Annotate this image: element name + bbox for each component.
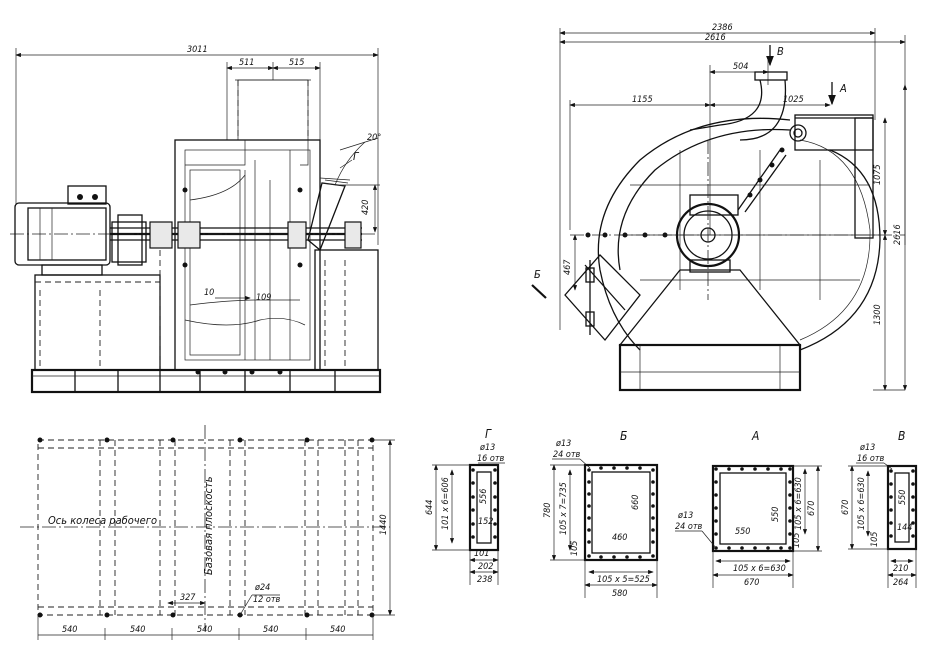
dim-467: 467: [563, 259, 573, 275]
section-b-580: 580: [612, 589, 627, 599]
dim-109: 109: [256, 293, 271, 303]
dim-2616-top: 2616: [705, 33, 726, 43]
dim-1155: 1155: [632, 95, 653, 105]
section-v-144: 144: [897, 523, 912, 533]
section-g-pitch: 101 x 6=606: [441, 477, 451, 530]
section-b: Б ø13 24 отв 780 105 x 7=735 660 460 105…: [543, 429, 659, 599]
dim-327: 327: [180, 593, 196, 603]
dim-1075: 1075: [873, 164, 883, 185]
section-g-101: 101: [474, 549, 489, 559]
hole-count-12: 12 отв: [253, 595, 281, 605]
section-v-hole-diam: ø13: [859, 443, 875, 453]
dim-2386: 2386: [712, 23, 733, 33]
section-g-152: 152: [478, 517, 493, 527]
dim-1025: 1025: [783, 95, 804, 105]
section-a-670-v: 670: [807, 501, 817, 516]
section-g-hole-diam: ø13: [479, 443, 495, 453]
dim-515: 515: [289, 58, 304, 68]
dim-10: 10: [204, 288, 214, 298]
section-a-hole-count: 24 отв: [675, 522, 703, 532]
section-g-556: 556: [479, 489, 489, 504]
section-v: В ø13 16 отв 670 105 x 6=630 550 144 105…: [841, 429, 918, 588]
dim-1300: 1300: [873, 304, 883, 325]
spacing-1: 540: [62, 625, 77, 635]
label-v: В: [777, 45, 784, 58]
label-a: А: [839, 82, 847, 95]
section-v-hole-count: 16 отв: [857, 454, 885, 464]
section-g-title: Г: [485, 427, 492, 441]
label-b: Б: [534, 268, 541, 281]
section-a: А 550 550 ø13 24 отв 105 x 6=630 670 105…: [675, 429, 822, 588]
section-v-title: В: [898, 429, 905, 443]
dim-420: 420: [361, 200, 371, 215]
section-a-105: 105: [792, 533, 802, 548]
section-g: Г ø13 16 отв 644 101 x 6=606 556 152 101…: [425, 427, 505, 585]
section-v-pitch: 105 x 6=630: [857, 477, 867, 530]
dim-504: 504: [733, 62, 748, 72]
section-b-pitch-h: 105 x 5=525: [597, 575, 650, 585]
front-view: 3011 511 515 10 109: [10, 45, 381, 394]
dim-3011: 3011: [187, 45, 208, 55]
section-b-780: 780: [543, 503, 553, 518]
plan-view: Ось колеса рабочего Базовая плоскость 14…: [20, 425, 395, 640]
spacing-4: 540: [263, 625, 278, 635]
dim-511: 511: [239, 58, 254, 68]
section-a-title: А: [751, 429, 759, 443]
base-plane-label: Базовая плоскость: [202, 476, 215, 575]
section-b-660: 660: [631, 495, 641, 510]
section-g-202: 202: [478, 562, 493, 572]
section-b-hole-diam: ø13: [555, 439, 571, 449]
section-g-238: 238: [477, 575, 492, 585]
section-b-460: 460: [612, 533, 627, 543]
section-v-550: 550: [898, 490, 908, 505]
section-a-pitch-v: 105 x 6=630: [794, 477, 804, 530]
axis-label: Ось колеса рабочего: [48, 514, 157, 527]
section-a-hole-diam: ø13: [677, 511, 693, 521]
section-a-pitch-h: 105 x 6=630: [733, 564, 786, 574]
spacing-3: 540: [197, 625, 212, 635]
spacing-2: 540: [130, 625, 145, 635]
section-a-670-h: 670: [744, 578, 759, 588]
section-b-title: Б: [620, 429, 627, 443]
section-b-pitch-v: 105 x 7=735: [559, 482, 569, 535]
section-a-550-v: 550: [771, 507, 781, 522]
section-b-hole-count: 24 отв: [553, 450, 581, 460]
dim-1440: 1440: [379, 514, 389, 535]
dim-angle-20: 20°: [367, 133, 381, 143]
section-b-105: 105: [570, 541, 580, 556]
section-v-105: 105: [870, 532, 880, 547]
section-g-hole-count: 16 отв: [477, 454, 505, 464]
section-a-550-h: 550: [735, 527, 750, 537]
label-g: Г: [353, 150, 360, 163]
dim-2616-right: 2616: [893, 224, 903, 245]
side-view: 2386 2616 504 1155 1025 В А: [531, 23, 908, 392]
hole-diam-24: ø24: [254, 583, 270, 593]
spacing-5: 540: [330, 625, 345, 635]
section-g-644: 644: [425, 500, 435, 515]
section-v-210: 210: [893, 564, 908, 574]
section-v-670: 670: [841, 500, 851, 515]
section-v-264: 264: [893, 578, 908, 588]
